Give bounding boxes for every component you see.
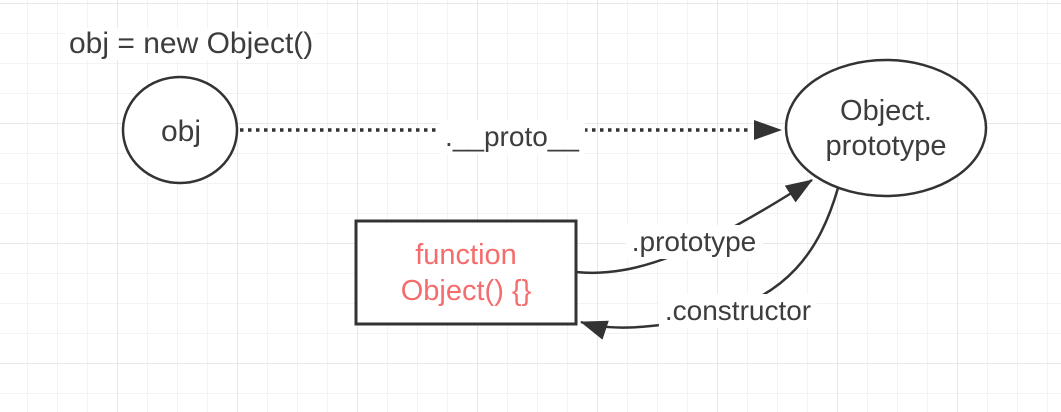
edge-prototype-label[interactable]: .prototype (625, 225, 763, 259)
node-object-prototype-label-line2: prototype (825, 130, 947, 162)
canvas-title-text[interactable]: obj = new Object() (65, 28, 318, 60)
node-function-object-shape[interactable] (354, 219, 578, 326)
edge-constructor-label[interactable]: .constructor (658, 294, 818, 328)
edge-proto-label[interactable]: .__proto__ (439, 120, 585, 154)
node-object-prototype-shape[interactable] (784, 58, 988, 198)
node-obj-label[interactable]: obj (160, 115, 202, 148)
edge-proto-arrowhead-icon (754, 120, 782, 140)
node-function-object-label[interactable]: function Object() {} (401, 237, 532, 309)
node-object-prototype-label[interactable]: Object. prototype (826, 94, 947, 164)
node-function-object-label-line1: function (415, 239, 517, 271)
node-obj-shape[interactable] (121, 75, 239, 185)
node-function-object-label-line2: Object() {} (400, 275, 532, 307)
node-object-prototype-label-line1: Object. (840, 95, 932, 127)
